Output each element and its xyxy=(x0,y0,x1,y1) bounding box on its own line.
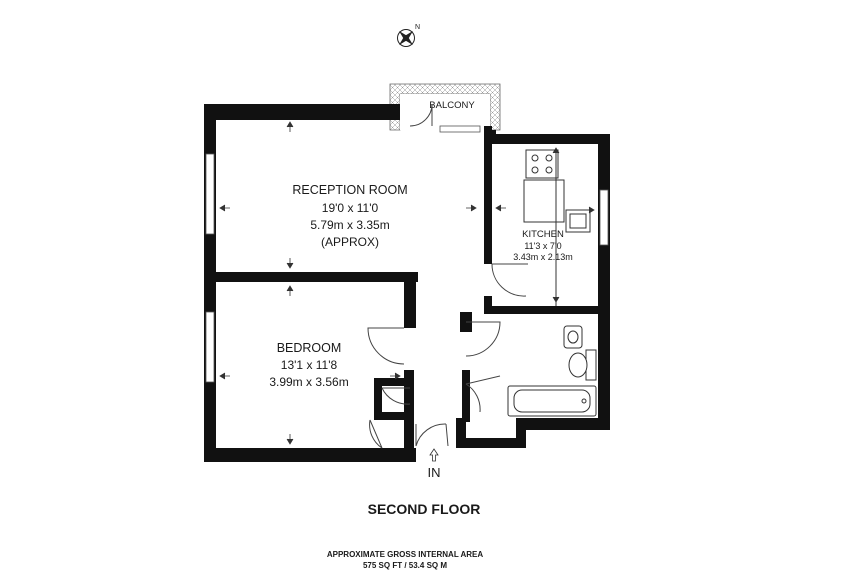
reception-room-label: RECEPTION ROOM 19'0 x 11'0 5.79m x 3.35m… xyxy=(292,183,407,249)
kitchen-label: KITCHEN 11'3 x 7'0 3.43m x 2.13m xyxy=(513,229,573,262)
reception-name: RECEPTION ROOM xyxy=(292,183,407,197)
reception-dim-metric: 5.79m x 3.35m xyxy=(310,218,389,232)
kitchen-dim-imperial: 11'3 x 7'0 xyxy=(524,241,561,251)
dimension-markers xyxy=(219,121,595,445)
kitchen-name: KITCHEN xyxy=(522,229,564,240)
bath xyxy=(507,385,597,417)
sink xyxy=(565,209,591,233)
area-heading: APPROXIMATE GROSS INTERNAL AREA xyxy=(327,550,484,559)
kitchen-dim-metric: 3.43m x 2.13m xyxy=(513,252,573,262)
area-value: 575 SQ FT / 53.4 SQ M xyxy=(363,561,447,570)
reception-window xyxy=(205,153,215,235)
reception-dim-imperial: 19'0 x 11'0 xyxy=(322,201,379,215)
kitchen-window xyxy=(599,189,609,246)
interior-walls xyxy=(204,138,604,454)
basin xyxy=(563,325,583,349)
entrance-arrow-icon xyxy=(429,448,439,462)
entrance-label: IN xyxy=(428,465,441,480)
balcony: BALCONY xyxy=(389,83,501,133)
bedroom-dim-imperial: 13'1 x 11'8 xyxy=(281,358,338,372)
bedroom-dim-metric: 3.99m x 3.56m xyxy=(269,375,348,389)
balcony-window xyxy=(439,125,481,133)
balcony-label: BALCONY xyxy=(429,100,475,111)
bedroom-name: BEDROOM xyxy=(277,341,342,355)
door-swings xyxy=(367,103,528,449)
hob xyxy=(525,149,559,179)
toilet-bowl xyxy=(568,352,588,378)
bathroom-fixtures xyxy=(507,325,597,417)
bedroom-label: BEDROOM 13'1 x 11'8 3.99m x 3.56m xyxy=(269,341,348,389)
compass-north-label: N xyxy=(415,24,420,31)
kitchen-fixtures xyxy=(523,149,591,306)
floor-title: SECOND FLOOR xyxy=(368,501,481,517)
reception-approx: (APPROX) xyxy=(321,235,379,249)
bedroom-window xyxy=(205,311,215,383)
compass-rose-icon: N xyxy=(397,24,420,47)
counter xyxy=(523,179,565,223)
